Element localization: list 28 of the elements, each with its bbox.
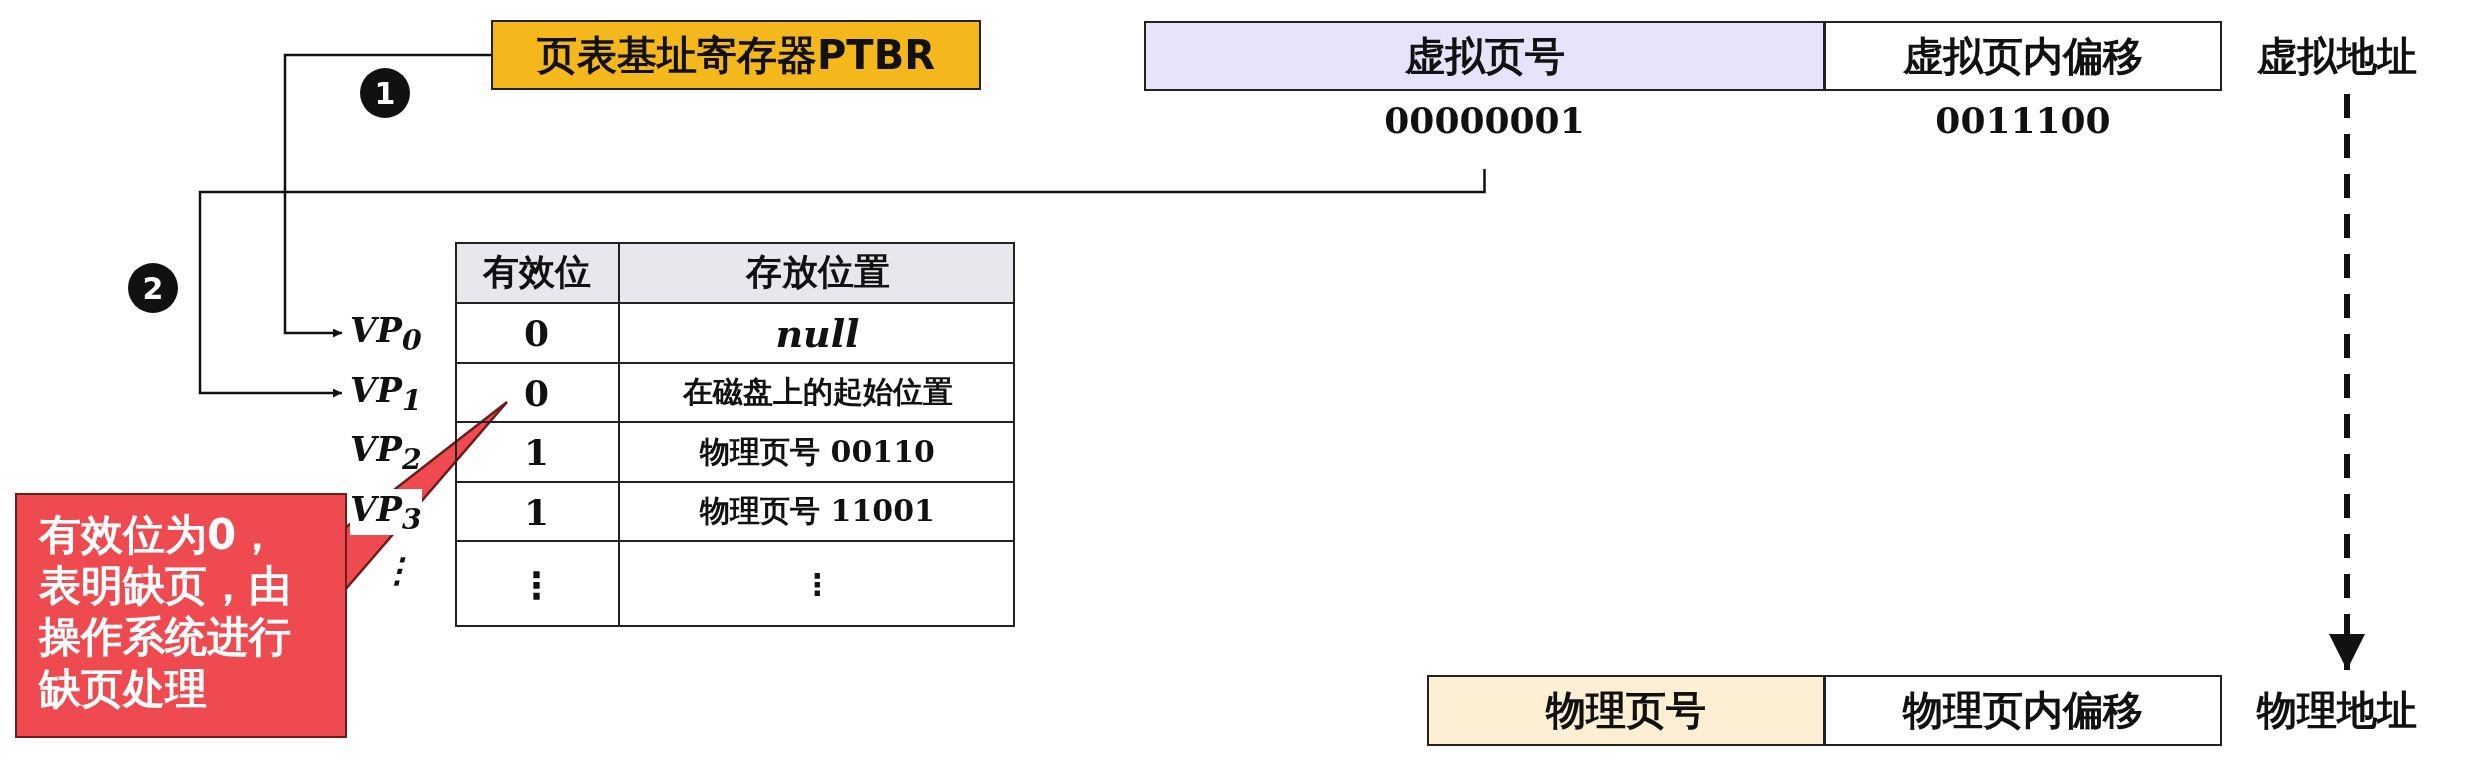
address-value: 00000001 [1383,99,1586,141]
field-box: 物理页号 [1427,675,1825,746]
table-cell: ⋮ [618,540,1015,627]
table-cell: 0 [455,302,618,362]
field-box: 物理页内偏移 [1824,675,2222,746]
page-label: VP$_{3}$ [350,489,422,535]
table-header: 有效位 [455,242,618,302]
step-number: 1 [360,68,410,118]
field-box: 虚拟页内偏移 [1824,21,2222,91]
page-label: VP$_{2}$ [350,429,422,475]
arrow [2329,94,2365,670]
table-header: 存放位置 [618,242,1015,302]
arrow [198,169,1486,398]
callout-box: 有效位为0，表明缺页，由操作系统进行缺页处理 [15,493,347,738]
field-box: 虚拟页号 [1144,21,1825,91]
arrow [283,53,491,338]
table-cell: 物理页号 00110 [618,421,1015,481]
step-number: 2 [128,263,178,313]
address-label: 虚拟地址 [2235,26,2439,86]
page-label: VP$_{0}$ [350,310,440,356]
table-cell: 在磁盘上的起始位置 [618,362,1015,421]
table-cell: 物理页号 11001 [618,481,1015,540]
register-box: 页表基址寄存器PTBR [491,20,981,90]
ellipsis: ⋮ [380,550,414,592]
address-label: 物理地址 [2235,680,2439,740]
page-label: VP$_{1}$ [350,370,440,416]
address-value: 0011100 [1934,99,2112,141]
table-cell: null [618,302,1015,362]
